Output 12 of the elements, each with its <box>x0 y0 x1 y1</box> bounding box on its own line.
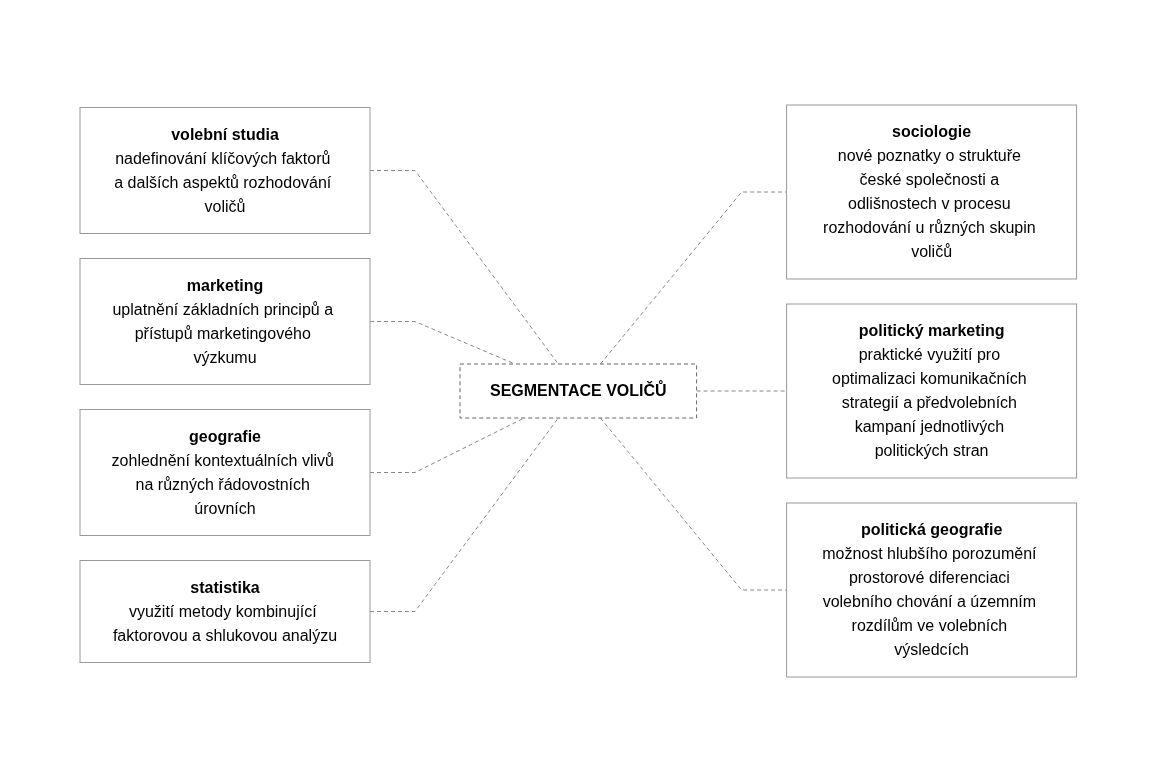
node-box: geografie zohlednění kontextuálních vlivů na různých řádovostních úrovních <box>79 409 371 536</box>
connector <box>369 170 559 365</box>
node-box: SEGMENTACE VOLIČŮ <box>459 363 697 419</box>
node-box: politická geografie možnost hlubšího porozumění prostorové diferenciaci volebního chování a územním rozdílům ve volebních výsledcích <box>785 502 1077 678</box>
connector <box>369 417 559 612</box>
node-box: sociologie nové poznatky o struktuře české společnosti a odlišnostech v procesu rozhodování u různých skupin voličů <box>785 104 1077 280</box>
node-box: statistika využití metody kombinující faktorovou a shlukovou analýzu <box>79 560 371 663</box>
node-box: marketing uplatnění základních principů a přístupů marketingového výzkumu <box>79 258 371 385</box>
connector <box>695 390 787 392</box>
node-box: politický marketing praktické využití pro optimalizaci komunikačních strategií a předvolebních kampaní jednotlivých politických stran <box>785 303 1077 479</box>
node-box: volební studia nadefinování klíčových faktorů a dalších aspektů rozhodování voličů <box>79 107 371 234</box>
connector <box>369 321 516 365</box>
